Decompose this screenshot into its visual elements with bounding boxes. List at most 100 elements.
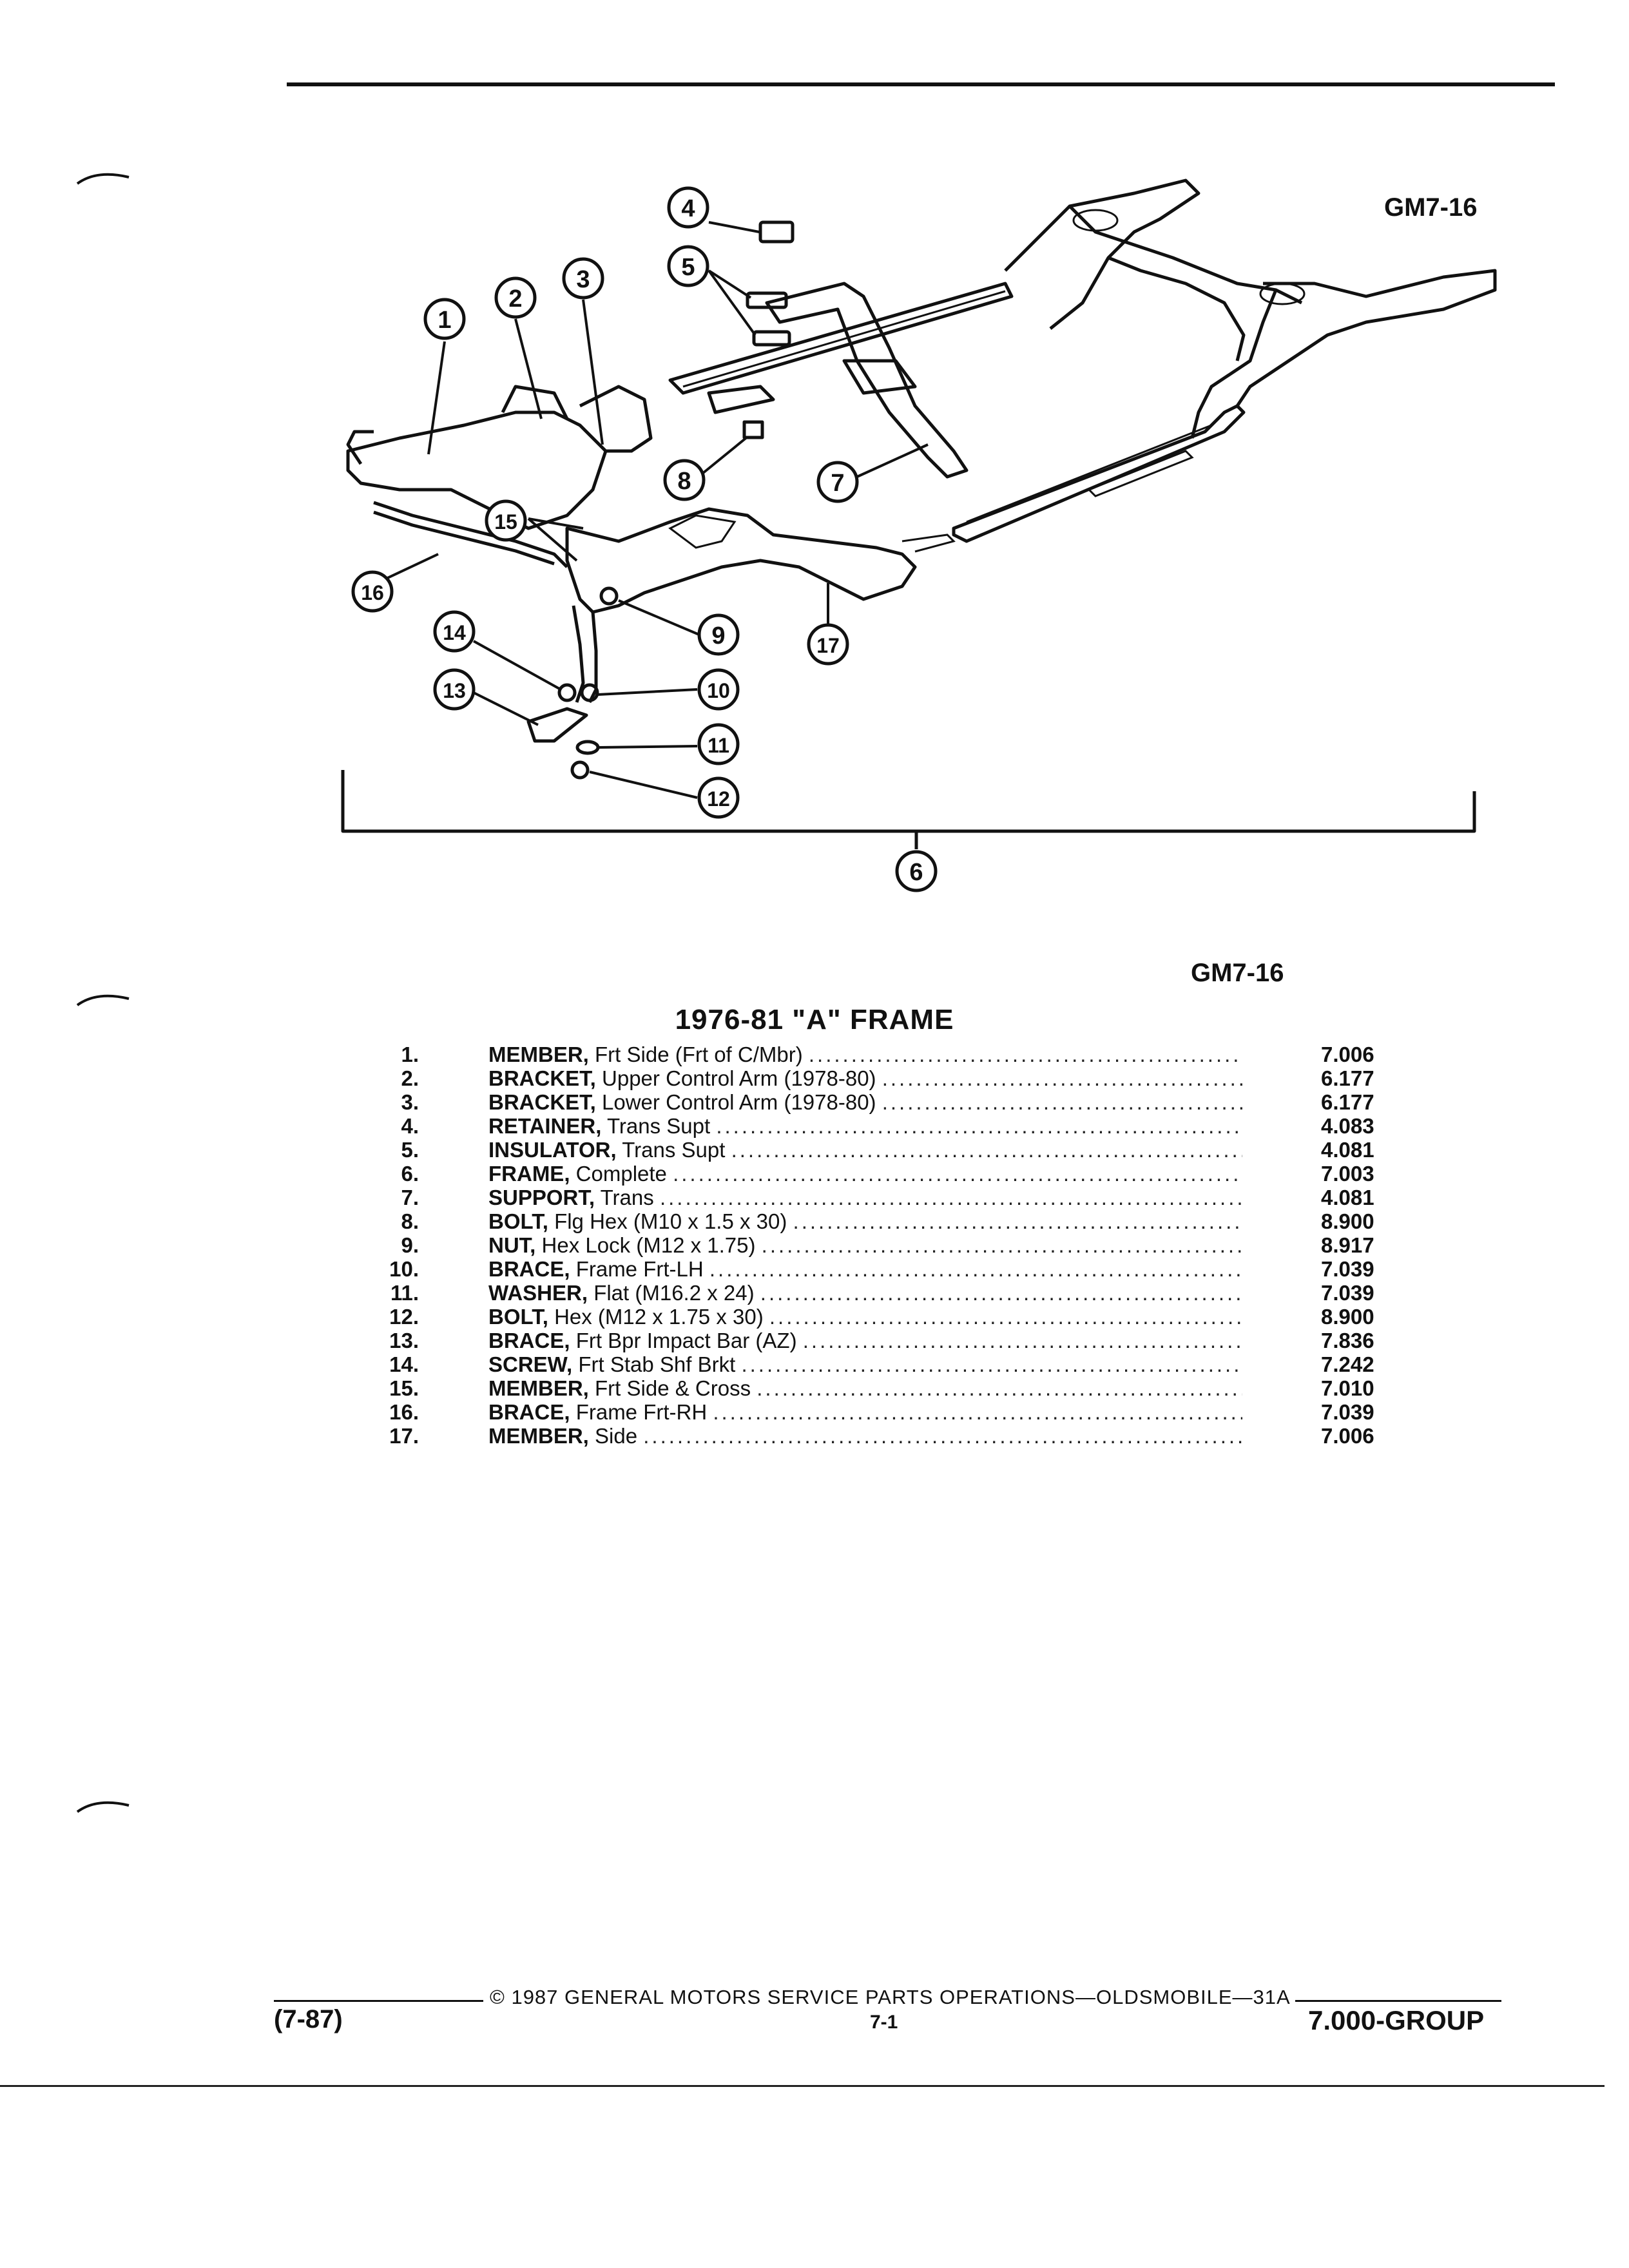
parts-row: 11. WASHER, Flat (M16.2 x 24) ...........… (0, 1281, 1629, 1305)
part-detail: Frt Stab Shf Brkt (578, 1352, 736, 1376)
svg-text:13: 13 (443, 679, 466, 702)
svg-text:9: 9 (711, 622, 725, 649)
part-number: 2. (401, 1066, 419, 1090)
parts-row: 14.SCREW, Frt Stab Shf Brkt ............… (0, 1352, 1629, 1376)
part-name: INSULATOR, (488, 1138, 617, 1162)
part-name: BRACKET, (488, 1090, 596, 1114)
part-name: BOLT, (488, 1305, 548, 1329)
part-name: BRACE, (488, 1257, 570, 1281)
svg-text:17: 17 (816, 634, 840, 657)
callout-3: 3 (562, 257, 604, 300)
group-code: 8.900 (1321, 1209, 1374, 1233)
leader-dots: ........................................… (709, 1257, 1242, 1281)
svg-text:4: 4 (681, 195, 695, 222)
parts-row: 5.INSULATOR, Trans Supt ................… (0, 1138, 1629, 1162)
callout-5: 5 (667, 245, 709, 287)
leader-dots: ........................................… (808, 1043, 1242, 1066)
leader-dots: ........................................… (716, 1114, 1242, 1138)
svg-text:16: 16 (361, 581, 384, 604)
part-detail: Flat (M16.2 x 24) (593, 1281, 755, 1305)
part-detail: Frame Frt-LH (575, 1257, 704, 1281)
part-description: BRACE, Frame Frt-RH ....................… (488, 1400, 1242, 1424)
callout-2: 2 (494, 276, 537, 319)
group-code: 6.177 (1321, 1090, 1374, 1114)
part-detail: Lower Control Arm (1978-80) (602, 1090, 876, 1114)
frame-complete-bracket (341, 770, 1476, 849)
part-detail: Hex Lock (M12 x 1.75) (541, 1233, 756, 1257)
group-code: 6.177 (1321, 1066, 1374, 1090)
callout-1: 1 (423, 298, 466, 340)
part-name: MEMBER, (488, 1424, 589, 1448)
leader-dots: ........................................… (673, 1162, 1242, 1186)
svg-text:3: 3 (576, 266, 590, 293)
part-name: RETAINER, (488, 1114, 602, 1138)
svg-text:2: 2 (508, 285, 522, 312)
part-name: FRAME, (488, 1162, 570, 1186)
part-name: BRACKET, (488, 1066, 596, 1090)
leader-dots: ........................................… (769, 1305, 1242, 1329)
part-description: BRACE, Frt Bpr Impact Bar (AZ) .........… (488, 1329, 1242, 1352)
part-name: MEMBER, (488, 1043, 589, 1066)
group-code: 7.039 (1321, 1281, 1374, 1305)
group-code: 4.081 (1321, 1138, 1374, 1162)
part-description: BOLT, Flg Hex (M10 x 1.5 x 30) .........… (488, 1209, 1242, 1233)
part-detail: Trans (600, 1186, 654, 1209)
leader-dots: ........................................… (643, 1424, 1242, 1448)
figure-code-top: GM7-16 (1384, 193, 1478, 222)
part-detail: Complete (575, 1162, 667, 1186)
leader-dots: ........................................… (741, 1352, 1242, 1376)
parts-row: 8. BOLT, Flg Hex (M10 x 1.5 x 30) .......… (0, 1209, 1629, 1233)
leader-dots: ........................................… (757, 1376, 1242, 1400)
part-description: MEMBER, Frt Side & Cross ...............… (488, 1376, 1242, 1400)
svg-text:12: 12 (707, 787, 730, 811)
group-code: 7.006 (1321, 1043, 1374, 1066)
parts-row: 1.MEMBER, Frt Side (Frt of C/Mbr) ......… (0, 1043, 1629, 1066)
frame-drawing (346, 178, 1497, 780)
callout-7: 7 (816, 461, 859, 503)
part-number: 11. (390, 1281, 419, 1305)
leader-dots: ........................................… (793, 1209, 1242, 1233)
callout-leaders (383, 221, 929, 799)
group-code: 7.006 (1321, 1424, 1374, 1448)
leader-dots: ........................................… (761, 1233, 1242, 1257)
parts-row: 16. BRACE, Frame Frt-RH .................… (0, 1400, 1629, 1424)
parts-row: 4.RETAINER, Trans Supt .................… (0, 1114, 1629, 1138)
part-number: 4. (401, 1114, 419, 1138)
part-detail: Frt Side & Cross (595, 1376, 751, 1400)
part-number: 13. (389, 1329, 419, 1352)
footer-right-rule (1295, 2000, 1501, 2002)
parts-row: 9.NUT, Hex Lock (M12 x 1.75) ...........… (0, 1233, 1629, 1257)
part-description: BRACKET, Upper Control Arm (1978-80) ...… (488, 1066, 1242, 1090)
part-description: FRAME, Complete ........................… (488, 1162, 1242, 1186)
part-description: MEMBER, Side ...........................… (488, 1424, 1242, 1448)
callout-10: 10 (697, 668, 740, 711)
svg-text:8: 8 (677, 468, 691, 495)
leader-dots: ........................................… (882, 1066, 1242, 1090)
leader-dots: ........................................… (713, 1400, 1242, 1424)
svg-text:14: 14 (443, 621, 466, 644)
part-name: MEMBER, (488, 1376, 589, 1400)
part-number: 10. (389, 1257, 419, 1281)
svg-text:7: 7 (831, 470, 844, 497)
binder-mark-top (76, 173, 130, 185)
parts-row: 13. BRACE, Frt Bpr Impact Bar (AZ) ......… (0, 1329, 1629, 1352)
group-code: 4.081 (1321, 1186, 1374, 1209)
parts-row: 17.MEMBER, Side ........................… (0, 1424, 1629, 1448)
binder-mark-middle (76, 994, 130, 1006)
svg-text:5: 5 (681, 254, 695, 281)
part-detail: Frt Bpr Impact Bar (AZ) (575, 1329, 797, 1352)
part-number: 1. (401, 1043, 419, 1066)
part-number: 8. (401, 1209, 419, 1233)
leader-dots: ........................................… (882, 1090, 1242, 1114)
part-description: SCREW, Frt Stab Shf Brkt ...............… (488, 1352, 1242, 1376)
part-description: BRACKET, Lower Control Arm (1978-80) ...… (488, 1090, 1242, 1114)
part-number: 16. (389, 1400, 419, 1424)
group-code: 8.900 (1321, 1305, 1374, 1329)
part-number: 6. (401, 1162, 419, 1186)
leader-dots: ........................................… (760, 1281, 1242, 1305)
part-name: WASHER, (488, 1281, 588, 1305)
svg-text:10: 10 (707, 679, 730, 702)
callout-14: 14 (433, 610, 476, 653)
figure-code-bottom: GM7-16 (1191, 959, 1284, 987)
svg-text:6: 6 (909, 859, 923, 886)
